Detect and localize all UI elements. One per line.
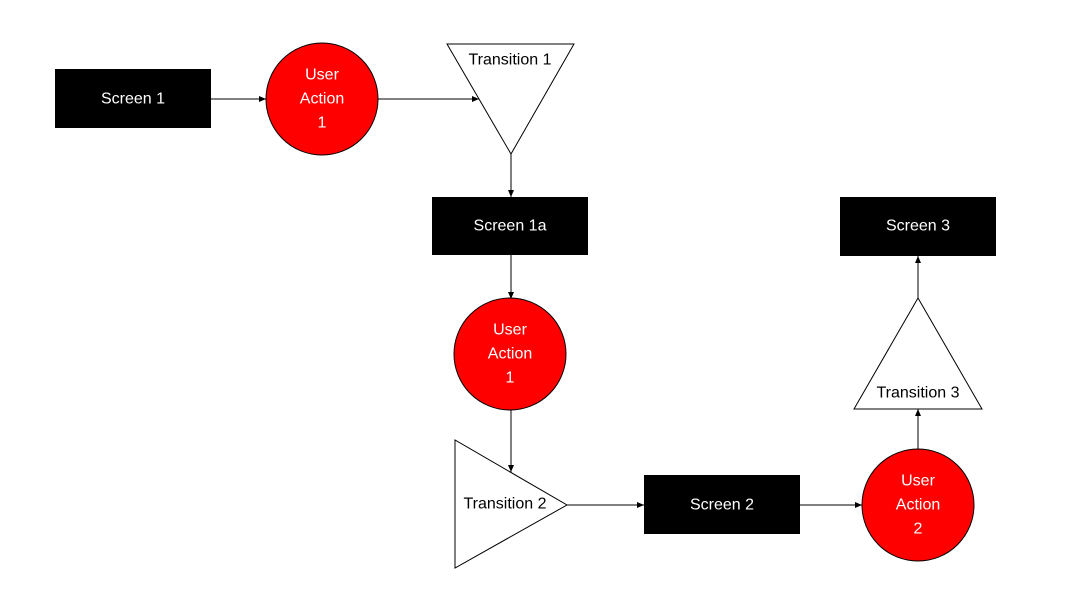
screen-box	[644, 475, 800, 534]
screen-node-screen-1a[interactable]: Screen 1a	[432, 197, 588, 255]
transition-triangle	[446, 43, 575, 156]
user-action-label-line-1: User	[901, 473, 935, 490]
user-action-circle	[453, 297, 567, 411]
node-layer: Screen 1 User Action 1 Transition 1 Scre…	[55, 42, 996, 569]
user-action-label-line-1: User	[493, 322, 527, 339]
transition-node-transition-1[interactable]: Transition 1	[446, 43, 575, 156]
screen-box	[840, 197, 996, 256]
connector-layer	[211, 96, 921, 508]
user-action-node-action-2[interactable]: User Action 2	[861, 448, 975, 562]
screen-box	[432, 197, 588, 255]
transition-triangle	[853, 296, 983, 410]
user-action-label-line-3: 1	[506, 370, 515, 387]
screen-box	[55, 69, 211, 128]
transition-label: Transition 2	[464, 496, 547, 513]
user-action-circle	[265, 42, 379, 156]
screen-node-screen-3[interactable]: Screen 3	[840, 197, 996, 256]
user-action-label-line-2: Action	[896, 497, 940, 514]
transition-node-transition-3[interactable]: Transition 3	[853, 296, 983, 410]
screen-label: Screen 3	[886, 218, 950, 235]
transition-triangle	[454, 439, 569, 569]
user-action-label-line-2: Action	[300, 91, 344, 108]
user-action-node-action-1[interactable]: User Action 1	[265, 42, 379, 156]
user-action-node-action-1b[interactable]: User Action 1	[453, 297, 567, 411]
screen-node-screen-1[interactable]: Screen 1	[55, 69, 211, 128]
screen-label: Screen 2	[690, 497, 754, 514]
transition-node-transition-2[interactable]: Transition 2	[454, 439, 569, 569]
user-action-label-line-1: User	[305, 67, 339, 84]
user-action-label-line-3: 1	[318, 115, 327, 132]
user-action-label-line-3: 2	[914, 521, 923, 538]
screen-node-screen-2[interactable]: Screen 2	[644, 475, 800, 534]
transition-label: Transition 3	[877, 385, 960, 402]
user-action-label-line-2: Action	[488, 346, 532, 363]
screen-label: Screen 1a	[474, 218, 547, 235]
screen-label: Screen 1	[101, 91, 165, 108]
transition-label: Transition 1	[469, 52, 552, 69]
user-action-circle	[861, 448, 975, 562]
